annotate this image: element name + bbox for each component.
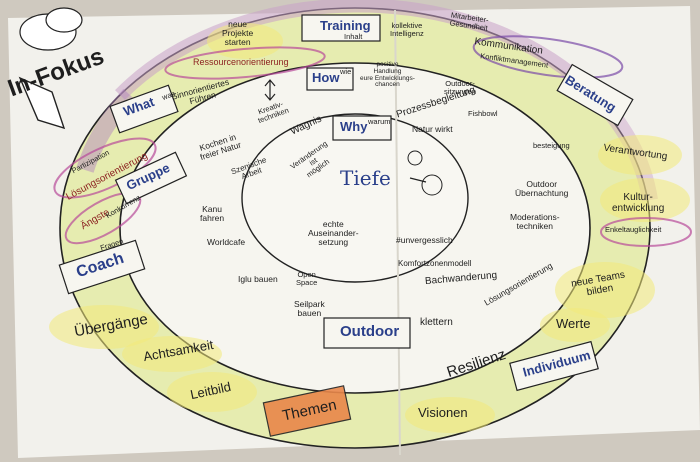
label-tiefe: Tiefe bbox=[340, 166, 391, 190]
label-natur-wirkt: Natur wirkt bbox=[412, 124, 453, 134]
label-kanu-fahren: Kanu fahren bbox=[200, 204, 225, 223]
label-visionen: Visionen bbox=[418, 405, 468, 420]
label-kulturentwicklung: Kultur- entwicklung bbox=[612, 192, 665, 214]
label-iglu-bauen: Iglu bauen bbox=[238, 274, 278, 284]
label-why: Why bbox=[340, 119, 368, 134]
label-outdoor-sitzungen: Outdoor- sitzungen bbox=[444, 79, 477, 96]
label-how: How bbox=[312, 70, 340, 85]
label-fishbowl: Fishbowl bbox=[468, 109, 498, 118]
label-worldcafe: Worldcafe bbox=[207, 237, 246, 247]
label-ressourcenorientierung: Ressourcenorientierung bbox=[193, 57, 289, 67]
label-kollektive-intelligenz: kollektive Intelligenz bbox=[390, 21, 424, 38]
label-bergbesteigung: besteigung bbox=[533, 141, 570, 150]
label-enkeltauglichkeit: Enkeltauglichkeit bbox=[605, 225, 662, 234]
label-unvergesslich: #unvergesslich bbox=[396, 235, 453, 245]
label-moderationstechniken: Moderations- techniken bbox=[510, 212, 560, 231]
label-why-sub: warum bbox=[368, 117, 391, 126]
label-open-space: Open Space bbox=[296, 270, 318, 287]
label-neue-projekte: neue Projekte starten bbox=[222, 19, 254, 47]
label-training: Training bbox=[320, 18, 371, 33]
label-komfortzonenmodell: Komfortzonenmodell bbox=[398, 259, 472, 268]
label-echte-auseinandersetzung: echte Auseinander- setzung bbox=[308, 219, 359, 247]
label-training-sub: Inhalt bbox=[344, 32, 363, 41]
label-werte: Werte bbox=[556, 316, 591, 331]
label-outdoor: Outdoor bbox=[340, 323, 400, 340]
label-klettern: klettern bbox=[420, 317, 453, 328]
label-seilpark: Seilpark bauen bbox=[294, 299, 325, 318]
label-positive-handlung: positive Handlung eure Entwicklungs- cha… bbox=[360, 61, 415, 89]
label-how-sub: wie bbox=[340, 67, 352, 76]
label-outdoor-uebernachtung: Outdoor Übernachtung bbox=[515, 179, 569, 198]
